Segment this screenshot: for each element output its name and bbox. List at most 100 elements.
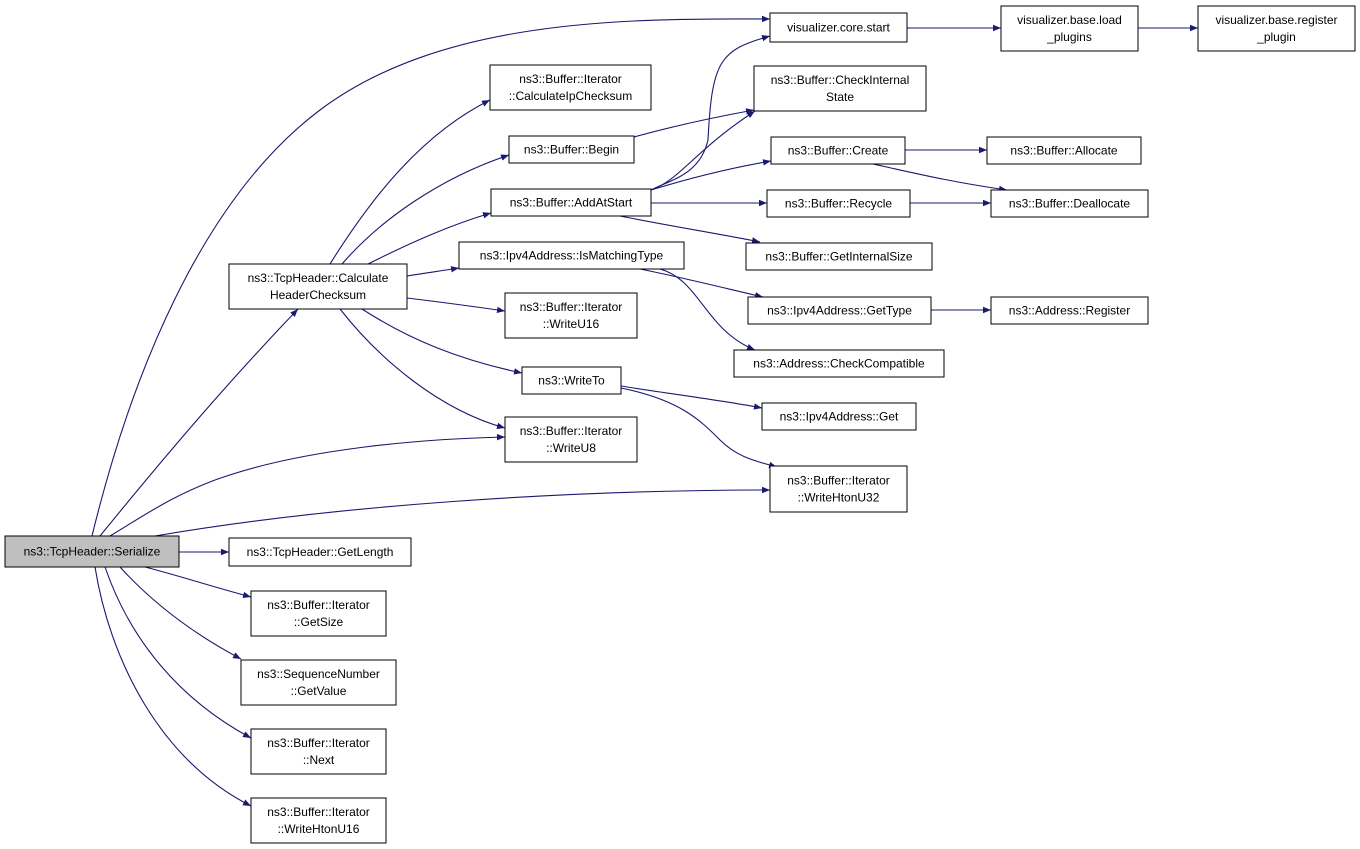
edge-calcHdr-to-calcIp [329,99,491,265]
node-vizStart[interactable]: visualizer.core.start [769,12,908,43]
edge-addAtStart-to-vizStart [650,35,771,191]
node-calcIp[interactable]: ns3::Buffer::Iterator::CalculateIpChecks… [489,64,652,111]
node-checkCompat[interactable]: ns3::Address::CheckCompatible [733,349,945,378]
node-next[interactable]: ns3::Buffer::Iterator::Next [250,728,387,775]
node-label: ns3::Buffer::Iterator [520,424,623,438]
node-label: ::GetValue [291,684,347,698]
node-label: ::WriteHtonU16 [278,822,360,836]
node-vizLoad[interactable]: visualizer.base.load _plugins [1000,5,1139,52]
node-label: ns3::Buffer::Iterator [787,474,890,488]
node-box [521,366,622,395]
node-label: visualizer.base.load [1017,13,1122,27]
node-serialize[interactable]: ns3::TcpHeader::Serialize [4,535,180,568]
node-box [250,590,387,637]
node-label: ::CalculateIpChecksum [509,89,632,103]
node-addAtStart[interactable]: ns3::Buffer::AddAtStart [490,188,652,217]
edge-serialize-to-vizStart [91,15,771,537]
node-box [250,728,387,775]
node-getType[interactable]: ns3::Ipv4Address::GetType [747,296,932,325]
node-box [504,416,638,463]
node-label: ::GetSize [294,615,344,629]
node-label: ::Next [303,753,335,767]
node-box [761,402,917,431]
node-box [240,659,397,706]
node-label: ns3::WriteTo [538,374,605,388]
edge-calcHdr-to-writeTo [361,308,523,375]
node-label: ns3::TcpHeader::Serialize [24,545,161,559]
node-getValue[interactable]: ns3::SequenceNumber::GetValue [240,659,397,706]
node-label: ns3::Buffer::Allocate [1010,144,1118,158]
node-label: ns3::SequenceNumber [257,667,380,681]
nodes-layer: ns3::TcpHeader::Serialize ns3::TcpHeader:… [4,5,1356,844]
node-label: ns3::Buffer::Iterator [267,805,370,819]
node-writeHtonU16[interactable]: ns3::Buffer::Iterator::WriteHtonU16 [250,797,387,844]
node-writeU8[interactable]: ns3::Buffer::Iterator::WriteU8 [504,416,638,463]
node-box [769,12,908,43]
edge-calcHdr-to-isMatching [406,266,460,277]
node-label: ns3::Address::CheckCompatible [753,357,925,371]
edge-serialize-to-writeHtonU16 [94,566,252,807]
node-recycle[interactable]: ns3::Buffer::Recycle [766,189,911,218]
edge-serialize-to-calcHdr [99,308,299,537]
node-getSize[interactable]: ns3::Buffer::Iterator::GetSize [250,590,387,637]
node-label: ns3::Buffer::AddAtStart [510,196,633,210]
node-deallocate[interactable]: ns3::Buffer::Deallocate [990,189,1149,218]
node-box [490,188,652,217]
node-label: ns3::Buffer::Begin [524,143,619,157]
node-label: ns3::Buffer::Iterator [519,72,622,86]
edge-calcHdr-to-writeU8 [339,308,506,429]
edge-serialize-to-getSize [144,566,252,599]
node-label: ns3::Buffer::Iterator [267,598,370,612]
node-label: HeaderChecksum [270,288,366,302]
node-addrReg[interactable]: ns3::Address::Register [990,296,1149,325]
node-label: ns3::Buffer::Recycle [785,197,892,211]
node-box [747,296,932,325]
node-isMatching[interactable]: ns3::Ipv4Address::IsMatchingType [458,241,685,270]
node-allocate[interactable]: ns3::Buffer::Allocate [986,136,1142,165]
node-box [986,136,1142,165]
node-label: ns3::Buffer::GetInternalSize [765,250,913,264]
node-box [990,189,1149,218]
edges-layer [91,15,1198,807]
node-ipv4Get[interactable]: ns3::Ipv4Address::Get [761,402,917,431]
edge-begin-to-checkInt [633,108,755,138]
node-writeTo[interactable]: ns3::WriteTo [521,366,622,395]
edge-isMatching-to-getType [639,268,764,299]
node-box [1000,5,1139,52]
edge-addAtStart-to-getIntSize [619,215,761,244]
node-label: visualizer.base.register [1215,13,1337,27]
node-label: ns3::Buffer::CheckInternal [771,73,910,87]
node-vizReg[interactable]: visualizer.base.register_plugin [1197,5,1356,52]
node-label: ns3::TcpHeader::GetLength [247,545,394,559]
node-getIntSize[interactable]: ns3::Buffer::GetInternalSize [745,242,933,271]
edge-serialize-to-writeHtonU32 [154,486,771,537]
edge-serialize-to-getValue [119,566,242,660]
edge-create-to-deallocate [872,163,1008,193]
node-box [990,296,1149,325]
node-box [228,537,412,567]
node-label: ns3::Buffer::Create [788,144,889,158]
edge-isMatching-to-checkCompat [659,268,756,351]
node-box [458,241,685,270]
node-box [769,465,908,513]
edge-writeTo-to-writeHtonU32 [620,387,778,469]
node-label: _plugins [1046,30,1092,44]
node-box [504,292,638,339]
node-box [766,189,911,218]
node-begin[interactable]: ns3::Buffer::Begin [508,135,635,164]
node-label: ns3::Buffer::Deallocate [1009,197,1131,211]
node-label: ::WriteHtonU32 [798,491,880,505]
node-box [770,136,906,165]
node-writeU16[interactable]: ns3::Buffer::Iterator::WriteU16 [504,292,638,339]
node-writeHtonU32[interactable]: ns3::Buffer::Iterator::WriteHtonU32 [769,465,908,513]
node-label: ns3::Buffer::Iterator [520,300,623,314]
edge-calcHdr-to-addAtStart [367,212,492,265]
node-getLength[interactable]: ns3::TcpHeader::GetLength [228,537,412,567]
node-create[interactable]: ns3::Buffer::Create [770,136,906,165]
node-box [508,135,635,164]
edge-addAtStart-to-checkInt [650,110,756,191]
edge-writeTo-to-ipv4Get [620,385,763,410]
